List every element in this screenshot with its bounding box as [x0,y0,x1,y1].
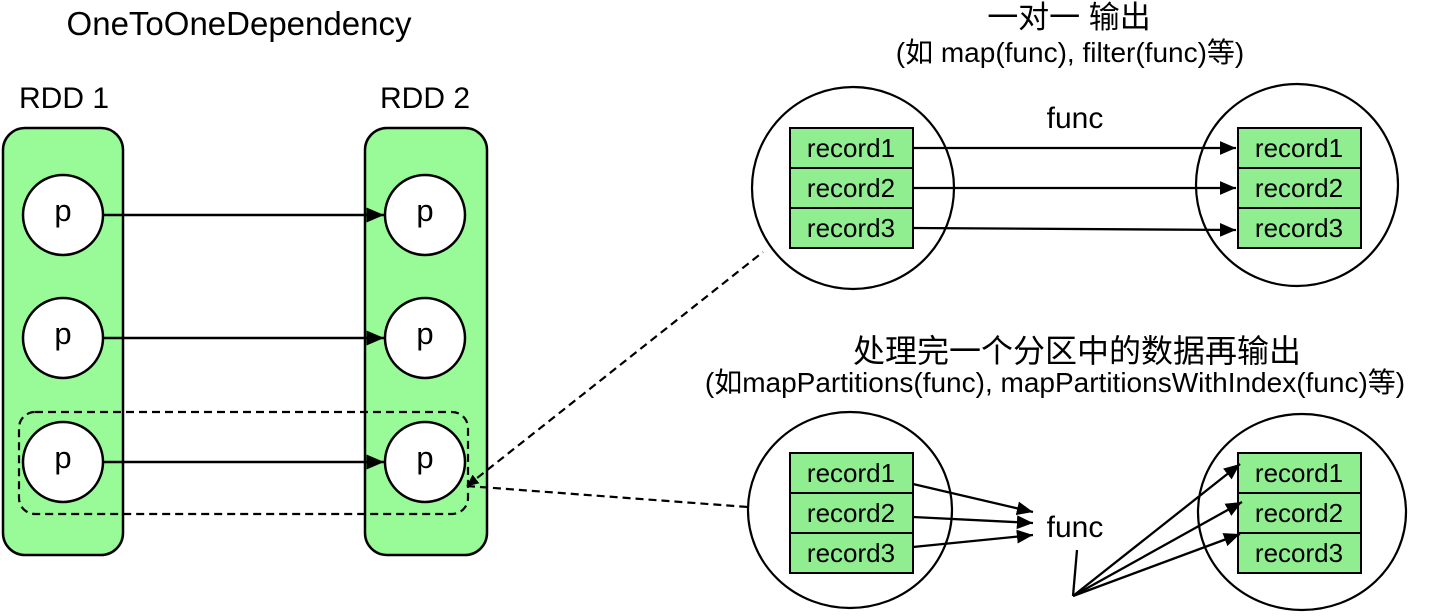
rdd1-partition-2 [21,296,105,380]
rdd1-partition-1 [21,173,105,257]
rdd1-partition-2-label: p [54,316,71,351]
map-partitions-output-partition-circle [1196,412,1408,612]
one-to-one-input-record-2-label: record2 [807,173,895,203]
rdd1-partition-3-label: p [54,440,71,475]
rdd1-label: RDD 1 [19,82,109,115]
one-to-one-output-record-3-label: record3 [1255,213,1343,243]
map-partitions-fanout-arrow-3 [1072,532,1241,598]
map-partitions-input-record-2-label: record2 [807,498,895,528]
one-to-one-output-record-2 [1237,167,1362,209]
map-partitions-input-record-1 [789,452,914,494]
one-to-one-output-record-1 [1237,127,1362,169]
map-partitions-fanout-arrow-1 [1072,463,1241,597]
rdd1-partition-3 [21,420,105,504]
one-to-one-output-record-2-label: record2 [1255,173,1343,203]
one-to-one-title-line2: (如 map(func), filter(func)等) [896,37,1245,68]
map-partitions-output-section: 处理完一个分区中的数据再输出 (如mapPartitions(func), ma… [705,333,1408,612]
dependency-title: OneToOneDependency [67,5,412,42]
one-to-one-output-partition-circle [1194,82,1400,288]
map-partitions-fanout-arrow-2 [1072,500,1243,598]
one-to-one-record-arrow-3 [912,223,1237,237]
one-to-one-dependency-section: OneToOneDependency RDD 1 RDD 2 p p p p p… [1,5,764,557]
rdd2-partition-1-label: p [416,193,433,228]
map-partitions-converge-arrow-3 [912,529,1034,549]
rdd2-partition-3-label: p [416,440,433,475]
map-partitions-converge-arrow-1 [912,482,1034,516]
map-partitions-output-record-3-label: record3 [1255,538,1343,568]
map-partitions-output-record-2 [1237,492,1362,534]
one-to-one-output-record-3 [1237,207,1362,249]
map-partitions-title-line1: 处理完一个分区中的数据再输出 [853,333,1301,369]
one-to-one-input-record-3-label: record3 [807,213,895,243]
rdd1-partition-1-label: p [54,193,71,228]
map-partitions-input-record-3-label: record3 [807,538,895,568]
one-to-one-input-record-1-label: record1 [807,133,895,163]
map-partitions-input-record-1-label: record1 [807,458,895,488]
one-to-one-func-label: func [1047,102,1104,135]
rdd2-partition-1 [383,173,467,257]
map-partitions-input-record-3 [789,532,914,574]
rdd2-label: RDD 2 [380,82,470,115]
map-partitions-output-record-1-label: record1 [1255,458,1343,488]
dashed-connector-to-one-to-one [466,251,764,487]
map-partitions-converge-arrow-2 [912,515,1034,530]
one-to-one-output-record-1-label: record1 [1255,133,1343,163]
one-to-one-title-line1: 一对一 输出 [987,0,1151,35]
map-partitions-input-partition-circle [746,410,954,610]
rdd2-partition-2 [383,296,467,380]
dashed-connector-to-map-partitions [466,484,749,509]
map-partitions-func-label: func [1047,511,1104,544]
map-partitions-output-record-3 [1237,532,1362,574]
one-to-one-input-record-3 [789,207,914,249]
map-partitions-title-line2: (如mapPartitions(func), mapPartitionsWith… [705,367,1405,398]
one-to-one-output-section: 一对一 输出 (如 map(func), filter(func)等) func… [750,0,1400,291]
rdd2-partition-2-label: p [416,316,433,351]
map-partitions-func-leader-line [1071,549,1079,597]
highlighted-partition-pair-dashed-box [17,410,470,516]
one-to-one-input-record-1 [789,127,914,169]
rdd2-partition-3 [383,420,467,504]
map-partitions-output-record-2-label: record2 [1255,498,1343,528]
